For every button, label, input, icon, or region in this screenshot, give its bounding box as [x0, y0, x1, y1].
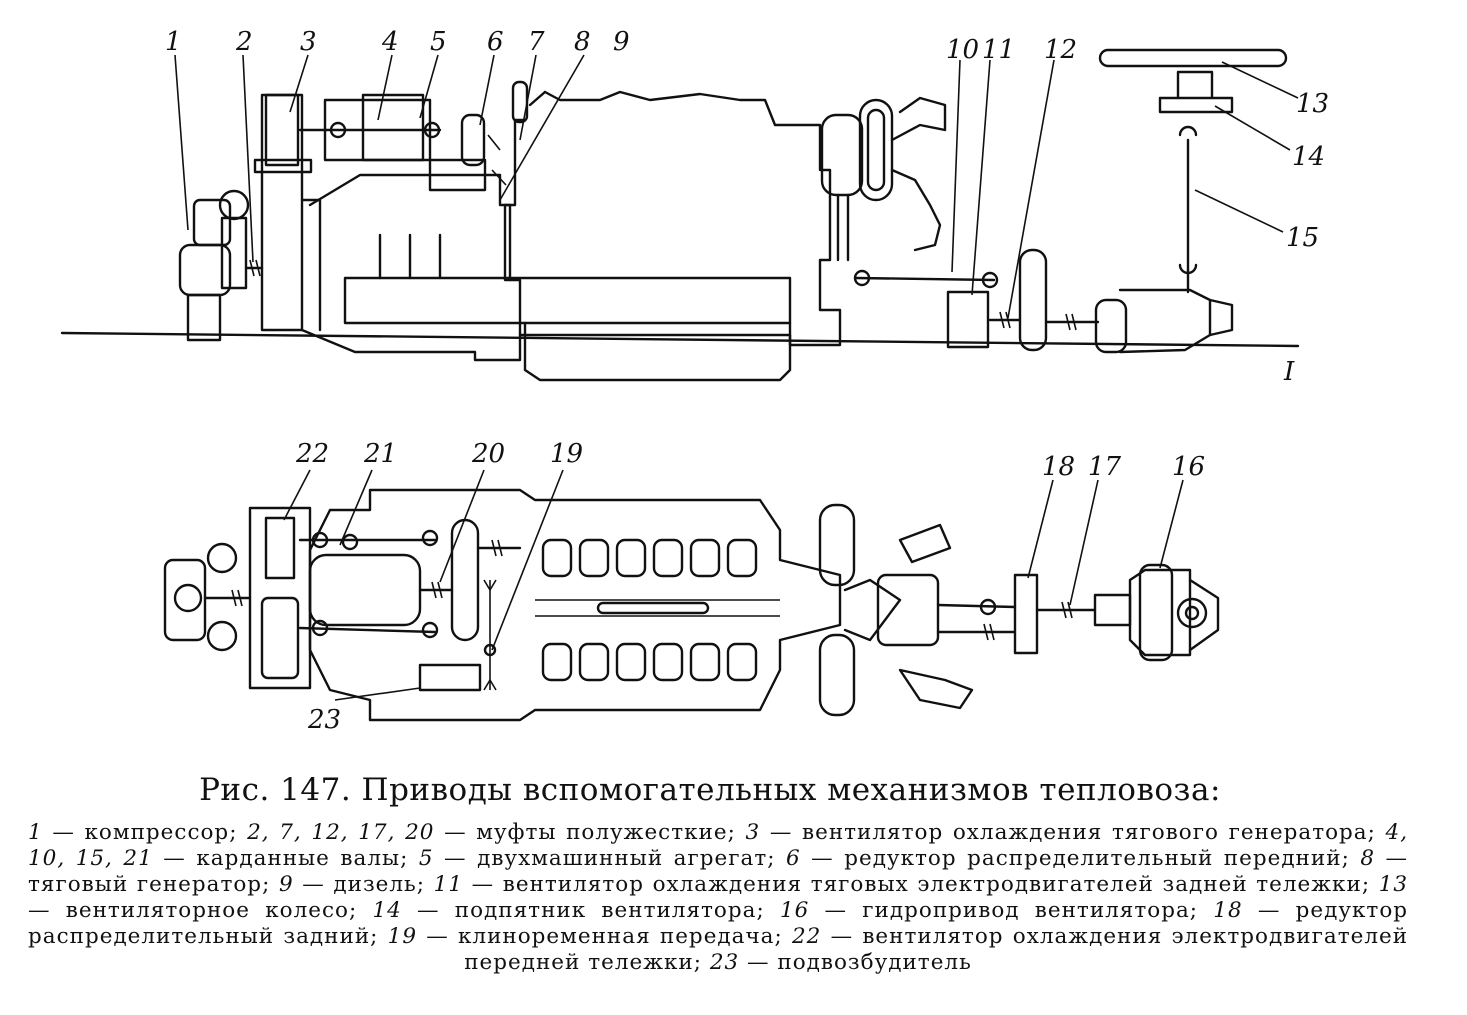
v-belt-drive [483, 579, 497, 691]
label-3: 3 [300, 27, 317, 57]
generator-housing-outline [300, 328, 522, 362]
label-15: 15 [1286, 223, 1319, 253]
legend-item-text: двухмашинный агрегат [477, 846, 768, 871]
legend-item-text: вентилятор охлаждения тягового генератор… [802, 820, 1368, 845]
label-14: 14 [1292, 142, 1325, 172]
fan-hydraulic-drive-plan [1093, 563, 1220, 662]
sub-exciter [418, 663, 482, 692]
legend-item-text: компрессор [84, 820, 230, 845]
compressor [178, 189, 250, 342]
label-frame-I: I [1283, 357, 1295, 387]
front-bogie-motor-fan [248, 506, 312, 690]
legend-item-number: 1 [28, 820, 43, 845]
plan-view: 22 21 20 19 18 17 16 23 [163, 439, 1220, 735]
generator-ribs [378, 233, 442, 280]
cardan-shaft-21 [298, 529, 439, 639]
legend-item-text: редуктор распределительный задний [28, 898, 1409, 949]
side-elevation-view: 1 2 3 4 5 6 7 8 9 10 11 12 13 14 15 I [60, 27, 1329, 387]
generator-upper-outline [308, 173, 512, 282]
label-6: 6 [487, 27, 504, 57]
legend-item-text: гидропривод вентилятора [862, 898, 1190, 923]
legend-item-number: 19 [387, 924, 417, 949]
legend-item-number: 22 [792, 924, 822, 949]
legend-item-number: 5 [418, 846, 434, 871]
diesel-generator-plan [308, 488, 842, 722]
diesel-engine [503, 90, 842, 347]
coupling-17 [1035, 601, 1097, 619]
legend-item-text: вентилятор охлаждения тяговых электродви… [502, 872, 1362, 897]
legend-item-number: 6 [785, 846, 801, 871]
two-machine-unit [298, 93, 442, 162]
fan-wheel [1098, 48, 1288, 68]
legend-item-text: дизель [333, 872, 417, 897]
rear-bogie-motor-fan [946, 290, 990, 349]
legend-item-number: 13 [1378, 872, 1409, 897]
cardan-shaft-15 [1178, 125, 1198, 294]
legend-item-number: 4, 10, 15, 21 [28, 820, 1409, 871]
turbocharger [820, 96, 947, 262]
legend-item-text: муфты полужесткие [476, 820, 728, 845]
cylinder-bank-upper [541, 538, 758, 578]
label-22: 22 [295, 439, 329, 469]
label-16: 16 [1172, 452, 1205, 482]
figure-legend: 1 — компрессор; 2, 7, 12, 17, 20 — муфты… [28, 820, 1409, 975]
legend-item-text: вентилятор охлаждения электродвигателей … [464, 924, 1409, 975]
label-19: 19 [550, 439, 583, 469]
frame-line [60, 331, 1300, 348]
label-7: 7 [528, 27, 545, 57]
legend-item-number: 14 [372, 898, 402, 923]
legend-item-number: 3 [745, 820, 761, 845]
traction-generator [343, 276, 792, 325]
legend-item-number: 11 [433, 872, 463, 897]
legend-item-text: вентиляторное колесо [65, 898, 349, 923]
leader-lines-bottom [283, 469, 1184, 701]
legend-item-text: подвозбудитель [777, 950, 972, 975]
legend-item-number: 23 [709, 950, 740, 975]
label-1: 1 [165, 27, 182, 57]
label-20: 20 [471, 439, 505, 469]
legend-item-number: 8 [1360, 846, 1376, 871]
cardan-shaft-10 [853, 269, 999, 289]
label-8: 8 [574, 27, 591, 57]
legend-item-text: карданные валы [196, 846, 401, 871]
label-4: 4 [381, 27, 399, 57]
label-11: 11 [982, 35, 1015, 65]
legend-item-number: 9 [278, 872, 294, 897]
legend-item-text: клиноременная передача [457, 924, 775, 949]
legend-item-number: 2, 7, 12, 17, 20 [247, 820, 435, 845]
coupling-2 [244, 259, 264, 277]
rear-distribution-reducer [936, 573, 1039, 655]
label-23: 23 [307, 705, 341, 735]
label-18: 18 [1042, 452, 1075, 482]
compressor-plan [163, 542, 252, 652]
label-2: 2 [235, 27, 253, 57]
traction-generator-fan [253, 93, 322, 332]
fan-thrust-bearing [1158, 70, 1234, 114]
cylinder-bank-lower [541, 642, 758, 682]
label-5: 5 [430, 27, 447, 57]
legend-item-number: 16 [779, 898, 810, 923]
leader-lines-top [174, 54, 1299, 319]
label-21: 21 [363, 439, 397, 469]
legend-item-text: подпятник вентилятора [454, 898, 757, 923]
generator-plan-inner [308, 553, 422, 627]
coupling-20 [418, 518, 522, 642]
label-17: 17 [1088, 452, 1122, 482]
turbochargers-plan [818, 503, 974, 717]
label-13: 13 [1296, 89, 1329, 119]
label-10: 10 [946, 35, 979, 65]
label-12: 12 [1044, 35, 1077, 65]
label-9: 9 [613, 27, 630, 57]
legend-item-text: редуктор распределительный передний [844, 846, 1342, 871]
oil-pan [523, 321, 792, 382]
crankshaft [596, 601, 710, 615]
legend-item-number: 18 [1213, 898, 1243, 923]
figure-caption-title: Рис. 147. Приводы вспомогательных механи… [199, 772, 1221, 808]
front-distribution-reducer [428, 113, 507, 192]
legend-item-text: тяговый генератор [28, 872, 263, 897]
coupling-12 [988, 248, 1100, 352]
fan-hydraulic-drive [1094, 288, 1234, 354]
